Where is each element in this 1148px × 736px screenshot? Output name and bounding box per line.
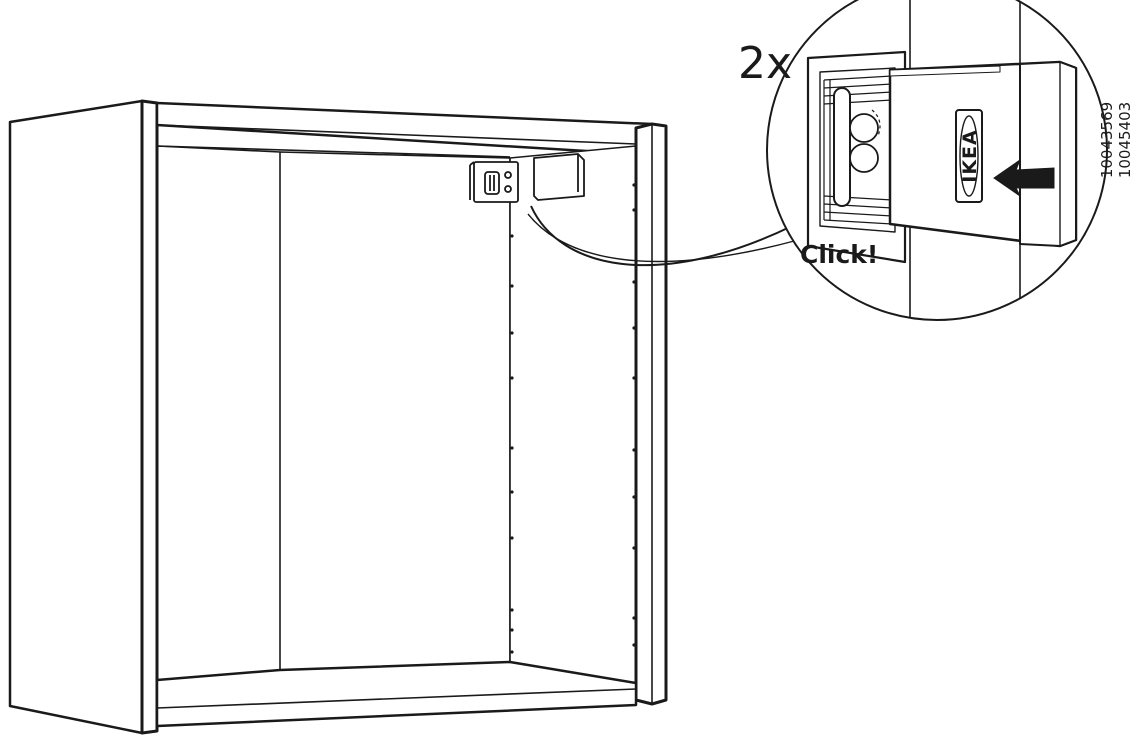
cabinet-wall-bracket [469,161,519,203]
part-code-2: 10045403 [1116,102,1134,178]
quantity-label: 2x [738,38,792,89]
cabinet-cover-cap [533,153,585,201]
click-sound-label: Click! [800,240,878,269]
detail-bubble [766,0,1108,321]
ikea-logo-plate [955,109,983,203]
wall-cabinet-frame [8,99,668,735]
detail-cover-cap [888,60,1078,248]
left-panel-front-edge [140,99,159,735]
top-panel [155,101,654,157]
detail-wall-bracket [806,50,907,264]
back-panel [279,151,511,671]
push-arrow-icon [993,158,1055,197]
right-panel-front-edge [634,122,668,706]
part-code-1: 10043569 [1098,102,1116,178]
shelf-pin-holes [510,183,636,654]
right-side-panel [509,145,637,684]
bottom-panel [155,660,638,728]
left-side-panel [8,99,144,735]
ikea-logo-text: IKEA [959,129,981,182]
detail-callout-leader [530,205,793,267]
